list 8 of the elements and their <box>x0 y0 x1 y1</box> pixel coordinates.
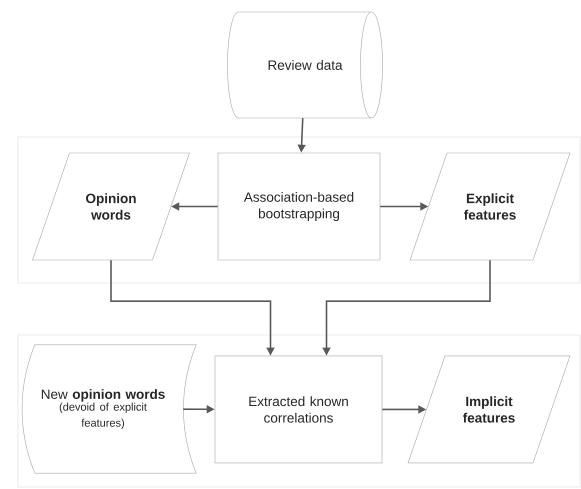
group-panel <box>18 136 580 284</box>
process-box: Association-based bootstrapping <box>218 152 380 260</box>
output-parallelogram: Implicit features <box>408 356 570 464</box>
data-cylinder: Review data <box>227 12 383 118</box>
output-parallelogram: Opinion words <box>32 152 190 260</box>
output-parallelogram: Explicit features <box>410 152 570 260</box>
group-panel <box>18 334 580 488</box>
process-box: Extracted known correlations <box>214 356 382 464</box>
